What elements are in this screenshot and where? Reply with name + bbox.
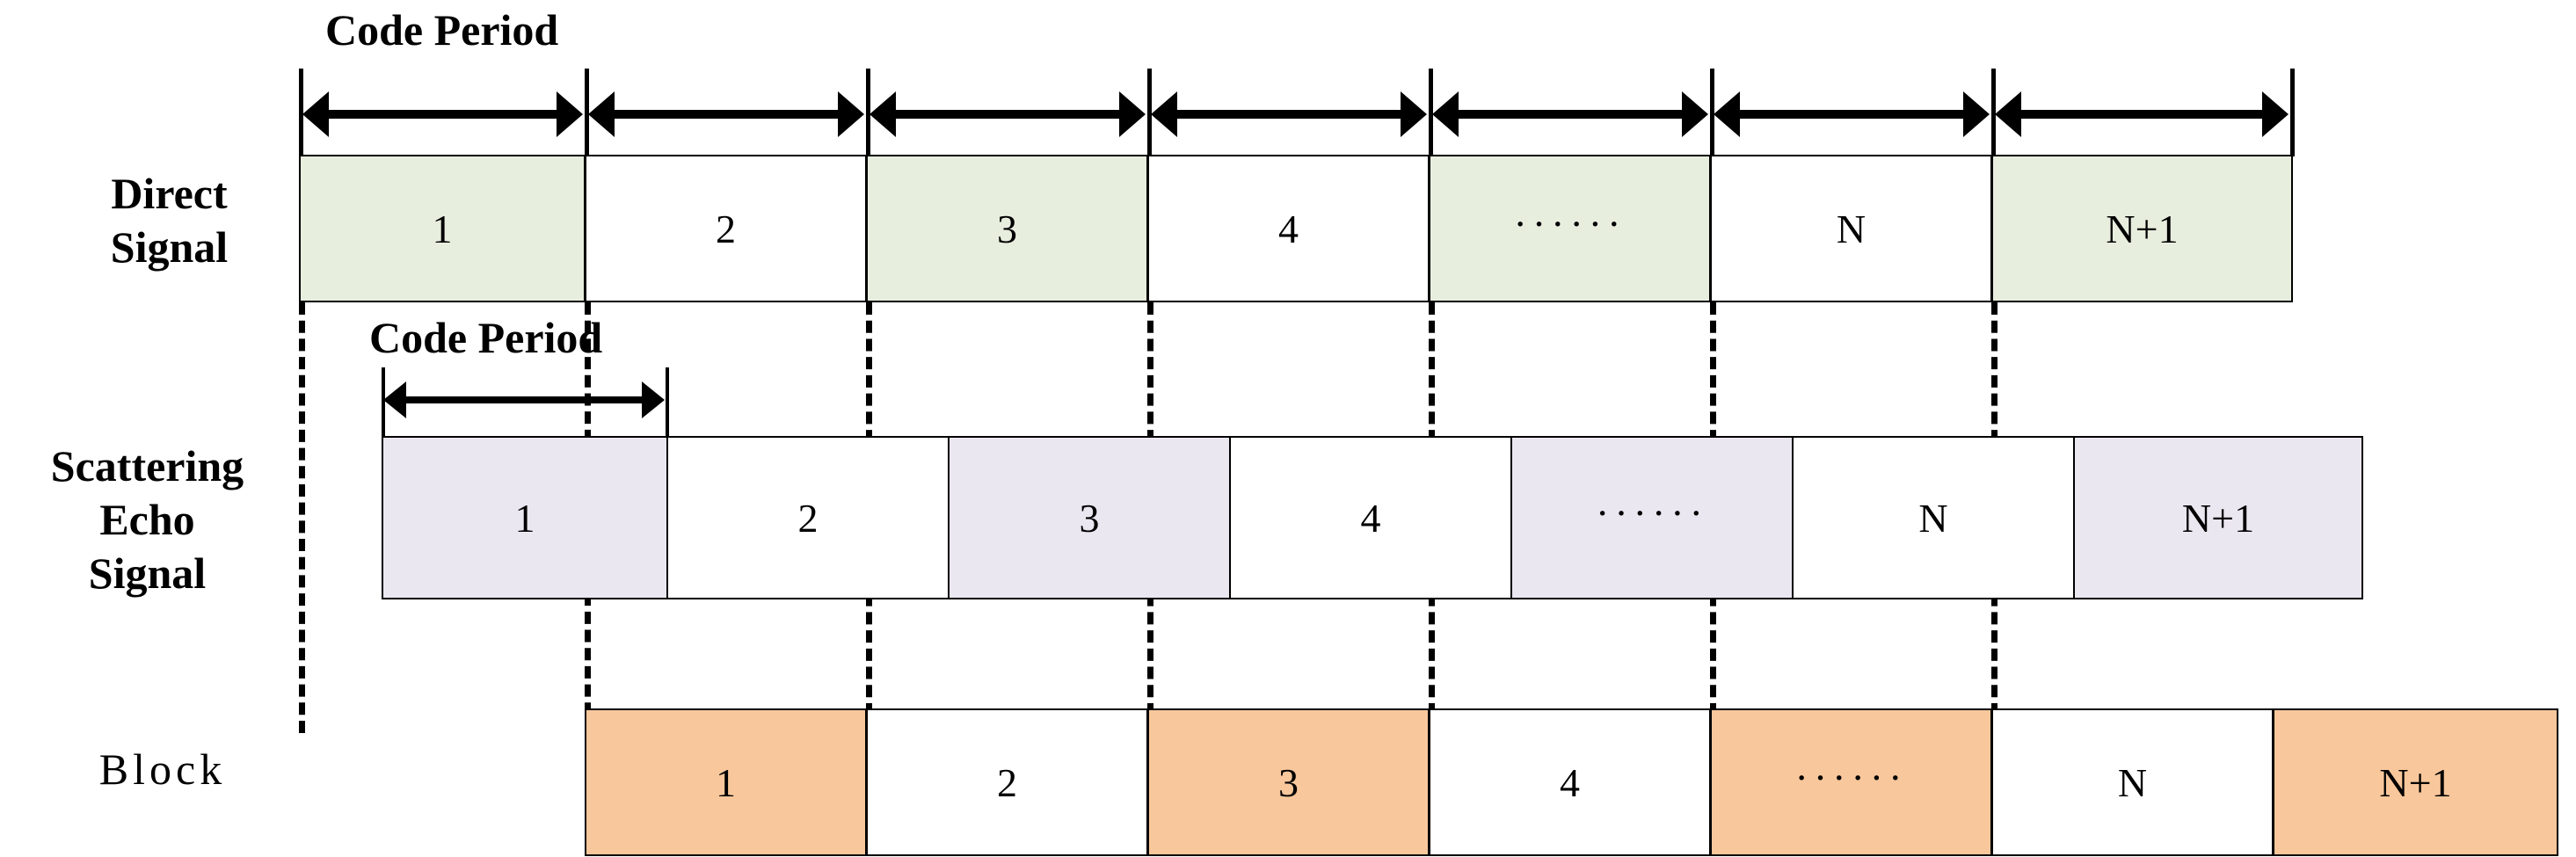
cell-text: 1	[716, 759, 736, 805]
cell-text: N	[1918, 495, 1948, 541]
block-cell-3: 3	[1147, 708, 1430, 856]
cell-text: N+1	[2106, 206, 2179, 251]
cell-text: 4	[1560, 759, 1580, 805]
caption-code-period-top: Code Period	[325, 5, 559, 54]
direct-signal-cell-3: 3	[866, 155, 1148, 302]
caption-code-period-echo: Code Period	[369, 313, 603, 362]
block-cell-1: 1	[585, 708, 867, 856]
cell-text: ······	[1513, 200, 1626, 246]
tick-line-t1	[585, 69, 589, 156]
echo-marker-tick-right	[666, 367, 669, 447]
cell-text: 3	[1278, 759, 1299, 805]
block-cell-ellipsis: ······	[1710, 708, 1992, 856]
cell-text: N	[2117, 759, 2148, 805]
tick-line-t6	[1991, 69, 1996, 156]
cell-text: 4	[1360, 495, 1381, 541]
timing-dashed-line-t0	[299, 302, 305, 733]
row-label-block: Block	[98, 744, 227, 794]
row-label-direct-signal: Direct Signal	[110, 169, 229, 272]
cell-text: N	[1836, 206, 1867, 251]
cell-text: N+1	[2379, 759, 2452, 805]
direct-signal-cell-2: 2	[585, 155, 867, 302]
direct-signal-cell-1: 1	[299, 155, 586, 302]
direct-signal-cell-4: 4	[1147, 155, 1430, 302]
cell-text: ······	[1596, 490, 1708, 535]
cell-text: 1	[432, 206, 453, 251]
block-cell-4: 4	[1429, 708, 1711, 856]
scattering-echo-cell-n-plus-1: N+1	[2073, 436, 2363, 599]
cell-text: 3	[1079, 495, 1100, 541]
scattering-echo-cell-1: 1	[382, 436, 668, 599]
block-cell-n-plus-1: N+1	[2273, 708, 2558, 856]
block-cell-2: 2	[866, 708, 1148, 856]
scattering-echo-cell-3: 3	[948, 436, 1231, 599]
direct-signal-cell-n: N	[1710, 155, 1992, 302]
tick-line-t7	[2290, 69, 2295, 156]
cell-text: 1	[514, 495, 535, 541]
scattering-echo-cell-4: 4	[1229, 436, 1512, 599]
cell-text: 4	[1278, 206, 1299, 251]
tick-line-t0	[299, 69, 303, 156]
tick-line-t2	[866, 69, 870, 156]
scattering-echo-cell-ellipsis: ······	[1510, 436, 1794, 599]
block-cell-n: N	[1991, 708, 2274, 856]
direct-signal-cell-ellipsis: ······	[1429, 155, 1711, 302]
tick-line-t3	[1147, 69, 1152, 156]
cell-text: ······	[1794, 754, 1908, 800]
direct-signal-cell-n-plus-1: N+1	[1991, 155, 2293, 302]
row-label-scattering-echo-signal: Scattering Echo Signal	[50, 441, 244, 598]
cell-text: 2	[797, 495, 819, 541]
cell-text: 3	[997, 206, 1017, 251]
scattering-echo-cell-2: 2	[666, 436, 950, 599]
scattering-echo-cell-n: N	[1792, 436, 2075, 599]
tick-line-t5	[1710, 69, 1714, 156]
cell-text: 2	[716, 206, 736, 251]
cell-text: 2	[997, 759, 1017, 805]
tick-line-t4	[1429, 69, 1433, 156]
cell-text: N+1	[2181, 495, 2255, 541]
